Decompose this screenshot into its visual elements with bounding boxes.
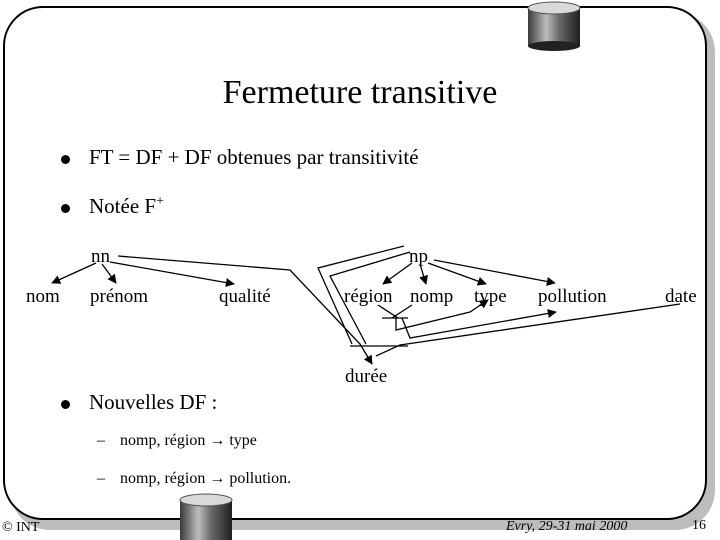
page-number: 16: [692, 518, 706, 533]
node-nom: nom: [26, 286, 60, 307]
new-df-1: nomp, région → type: [120, 432, 257, 449]
bullet-dot-3: [61, 400, 70, 409]
node-nomp: nomp: [410, 286, 453, 307]
bullet-dot-1: [61, 155, 70, 164]
bullet-ft: FT = DF + DF obtenues par transitivité: [89, 145, 419, 169]
bullet-dot-2: [61, 204, 70, 213]
dash-2: –: [97, 470, 105, 487]
footer-event: Evry, 29-31 mai 2000: [506, 519, 628, 534]
node-np: np: [409, 246, 428, 267]
dash-1: –: [97, 432, 105, 449]
node-prenom: prénom: [90, 286, 148, 307]
node-date: date: [665, 286, 697, 307]
bullet-nouvelles: Nouvelles DF :: [89, 390, 218, 414]
bullet-notee-text: Notée F: [89, 194, 157, 218]
slide-title: Fermeture transitive: [222, 74, 498, 111]
cylinder-bottom-icon: [179, 493, 233, 540]
node-pollution: pollution: [538, 286, 607, 307]
new-df-2: nomp, région → pollution.: [120, 470, 292, 487]
slide-frame: [3, 6, 707, 520]
node-qualite: qualité: [219, 286, 271, 307]
node-duree: durée: [345, 366, 387, 387]
superscript-plus: +: [156, 194, 164, 209]
node-type: type: [474, 286, 507, 307]
node-nn: nn: [91, 246, 111, 267]
footer-copyright: © INT: [2, 520, 40, 535]
cylinder-top-icon: [527, 1, 581, 51]
bullet-notee: Notée F+: [89, 194, 164, 219]
node-region: région: [344, 286, 393, 307]
